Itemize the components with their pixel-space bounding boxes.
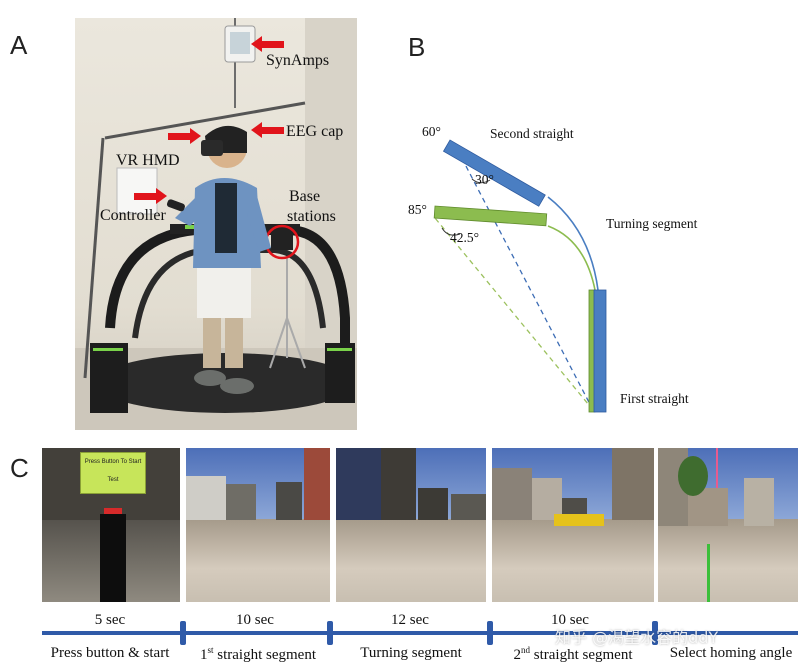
angle-42-label: 42.5° bbox=[450, 230, 480, 245]
timeline-time-1: 5 sec bbox=[94, 612, 126, 628]
synamps-label: SynAmps bbox=[266, 52, 330, 69]
timeline-bar bbox=[42, 631, 798, 635]
timeline-time-4: 10 sec bbox=[551, 612, 589, 628]
eeg-cap-arrow bbox=[251, 122, 284, 138]
vr-frame-straight-2 bbox=[492, 448, 654, 602]
green-dashed-line bbox=[434, 217, 594, 411]
timeline-tick-3 bbox=[487, 621, 493, 645]
timeline-label-3: Turning segment bbox=[360, 645, 462, 661]
blue-turning-curve bbox=[547, 196, 599, 291]
vr-hmd-arrow bbox=[168, 128, 201, 144]
vr-hmd-label: VR HMD bbox=[116, 152, 180, 169]
timeline-tick-2 bbox=[327, 621, 333, 645]
timeline-time-3: 12 sec bbox=[391, 612, 429, 628]
timeline-time-2: 10 sec bbox=[236, 612, 274, 628]
panel-b-letter: B bbox=[408, 32, 426, 62]
path-diagram bbox=[433, 139, 607, 413]
timeline-label-2: 1st straight segment bbox=[200, 645, 316, 663]
panel-c-letter: C bbox=[10, 453, 29, 483]
vr-frame-start: Press Button To Start Test bbox=[42, 448, 180, 602]
controller-arrow bbox=[134, 188, 167, 204]
vr-frame-homing bbox=[658, 448, 798, 602]
watermark: 知乎 @渴望水容的ddY bbox=[555, 628, 719, 647]
panel-a-letter: A bbox=[10, 30, 28, 60]
base-stations-label-line2: stations bbox=[287, 208, 336, 225]
synamps-arrow bbox=[251, 36, 284, 52]
angle-85-label: 85° bbox=[408, 202, 427, 217]
timeline-label-5: Select homing angle bbox=[669, 645, 793, 661]
vr-frame-turning bbox=[336, 448, 486, 602]
timeline-tick-4 bbox=[652, 621, 658, 645]
virtual-pillar bbox=[100, 514, 126, 602]
homing-pointer bbox=[707, 544, 710, 602]
angle-arc-42 bbox=[441, 227, 461, 236]
timeline-tick-1 bbox=[180, 621, 186, 645]
angle-arc-30 bbox=[471, 178, 491, 184]
turning-segment-label: Turning segment bbox=[606, 216, 698, 231]
green-turning-curve bbox=[547, 225, 596, 291]
blue-dashed-line bbox=[454, 144, 594, 411]
timeline-label-1: Press button & start bbox=[50, 645, 170, 661]
angle-60-label: 60° bbox=[422, 124, 441, 139]
controller-label: Controller bbox=[100, 207, 166, 224]
start-screen-text: Press Button To Start Test bbox=[80, 452, 146, 494]
eeg-cap-label: EEG cap bbox=[286, 123, 344, 140]
vr-setup-photo bbox=[75, 18, 357, 430]
second-straight-blue bbox=[442, 139, 546, 207]
timeline-label-4: 2nd straight segment bbox=[513, 645, 633, 663]
second-straight-green bbox=[433, 205, 548, 227]
base-stations-label-line1: Base bbox=[289, 188, 321, 205]
angle-30-label: 30° bbox=[475, 172, 494, 187]
first-straight-label: First straight bbox=[620, 391, 689, 406]
first-straight-blue bbox=[593, 289, 607, 413]
second-straight-label: Second straight bbox=[490, 126, 574, 141]
vr-setup-illustration bbox=[75, 18, 357, 430]
vr-frame-straight-1 bbox=[186, 448, 330, 602]
